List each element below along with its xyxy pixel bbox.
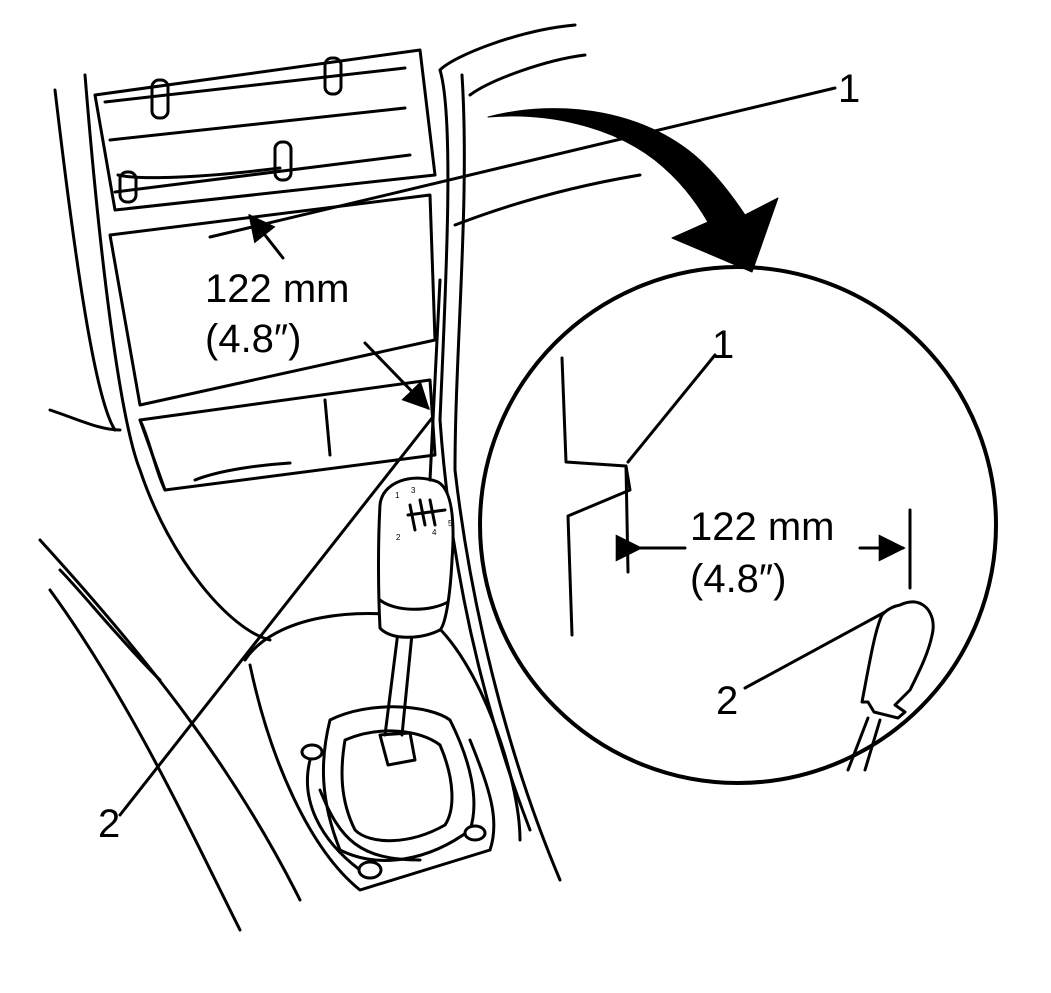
boot-bolts [300, 743, 487, 880]
callout-2-main: 2 [98, 802, 120, 846]
storage-pocket [108, 193, 437, 492]
callout-1-main: 1 [838, 67, 860, 111]
radio-bezel [93, 48, 437, 212]
svg-text:3: 3 [411, 486, 416, 495]
main-dimension-text: 122 mm (4.8″) [205, 267, 350, 361]
console-shell [38, 23, 642, 932]
detail-dimension-metric: 122 mm [690, 505, 835, 549]
shift-boot [243, 612, 522, 892]
main-dimension-metric: 122 mm [205, 267, 350, 311]
callout-2-detail: 2 [716, 679, 738, 723]
svg-text:4: 4 [432, 528, 437, 537]
detail-view: 1 2 122 mm (4.8″) [478, 265, 998, 785]
main-leader-lines [118, 86, 837, 817]
shift-knob [377, 476, 455, 639]
main-dimension-lines [248, 213, 442, 482]
svg-text:1: 1 [395, 491, 400, 500]
detail-dimension-imperial: (4.8″) [690, 557, 786, 601]
callout-1-detail: 1 [712, 323, 734, 367]
svg-text:5: 5 [448, 519, 453, 528]
curved-arrow [487, 108, 779, 273]
svg-text:2: 2 [396, 533, 401, 542]
shift-lever [378, 630, 417, 767]
shift-pattern: 1 3 2 4 5 [395, 486, 453, 542]
main-dimension-imperial: (4.8″) [205, 317, 301, 361]
